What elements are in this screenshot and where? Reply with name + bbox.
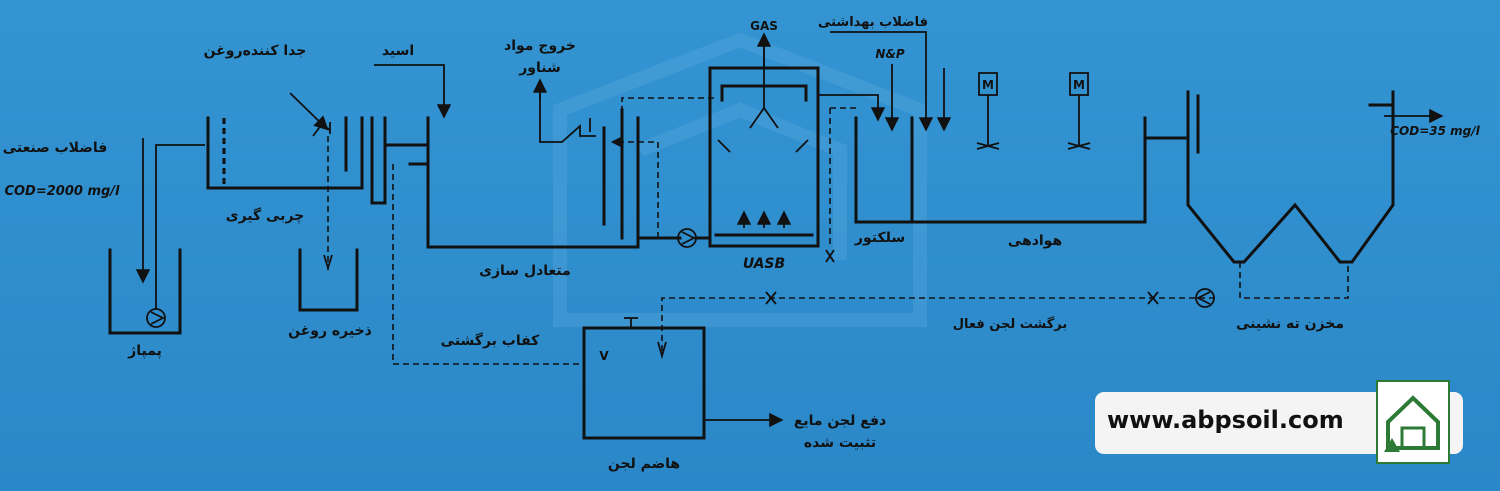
aeration-label: هوادهی xyxy=(1008,233,1062,249)
motor-label-1: M xyxy=(982,78,994,92)
industrial-wastewater-label: فاضلاب صنعتی xyxy=(3,140,108,156)
house-logo-icon xyxy=(1376,380,1450,464)
floating-exit-label-1: خروج مواد xyxy=(504,38,576,54)
selector-label: سلکتور xyxy=(854,230,905,246)
pumping-label: پمپاژ xyxy=(127,343,162,359)
pumping-pit xyxy=(108,138,205,335)
grease-removal-tank xyxy=(206,92,387,272)
equalization-label: متعادل سازی xyxy=(479,263,571,279)
acid-label: اسید xyxy=(382,43,414,59)
digester-mark: V xyxy=(599,349,609,363)
gas-label: GAS xyxy=(750,19,778,33)
uasb-label: UASB xyxy=(743,256,785,272)
stabilized-sludge-label-1: دفع لجن مایع xyxy=(794,413,886,429)
grease-removal-label: چربی گیری xyxy=(226,207,305,224)
oil-storage-label: ذخیره روغن xyxy=(288,323,372,339)
sanitary-wastewater-label: فاضلاب بهداشتی xyxy=(818,15,928,30)
np-label: N&P xyxy=(875,47,905,61)
oil-storage-tank xyxy=(298,248,359,312)
motor-label-2: M xyxy=(1073,78,1085,92)
background-watermark xyxy=(553,32,927,327)
sludge-digester xyxy=(392,164,784,440)
uasb-reactor xyxy=(621,32,886,248)
selector-aeration-tank xyxy=(829,31,1190,245)
equalization-tank xyxy=(374,64,712,249)
cod-out-label: COD=35 mg/l xyxy=(1390,124,1480,138)
sedimentation-tank xyxy=(1186,90,1444,299)
stabilized-sludge-label-2: تثبیت شده xyxy=(804,435,876,451)
cod-in-label: COD=2000 mg/l xyxy=(4,184,120,199)
return-active-sludge-label: برگشت لجن فعال xyxy=(953,316,1068,332)
sludge-digester-label: هاضم لجن xyxy=(608,456,680,472)
return-sludge-line xyxy=(657,249,1215,360)
oil-separator-label: جدا کننده‌روغن xyxy=(204,43,307,59)
floating-exit-label-2: شناور xyxy=(518,60,561,76)
sedimentation-tank-label: مخزن ته نشینی xyxy=(1236,316,1344,332)
brand-url[interactable]: www.abpsoil.com xyxy=(1107,406,1344,434)
return-foam-label: کفاب برگشتی xyxy=(441,332,541,349)
